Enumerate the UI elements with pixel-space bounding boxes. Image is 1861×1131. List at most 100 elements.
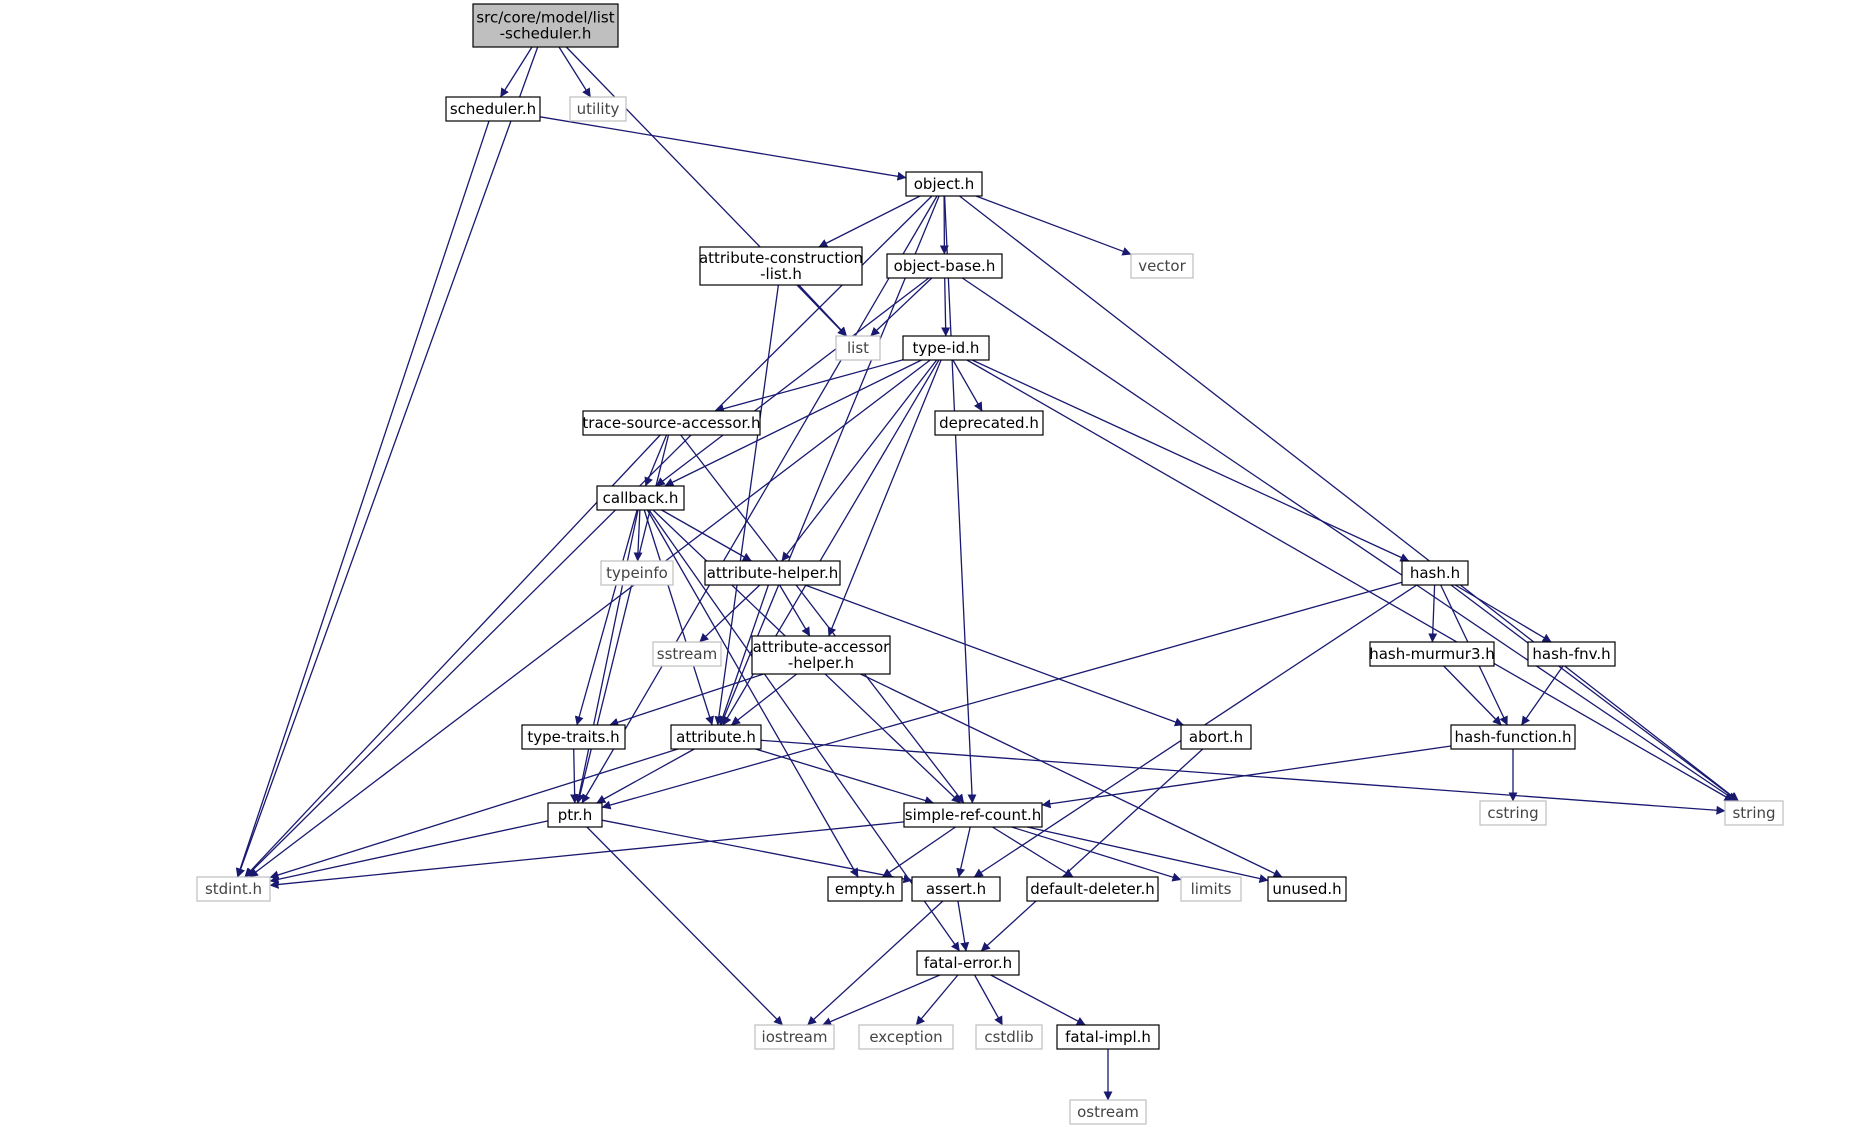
edge-attribute-construction-list-to-list: [798, 284, 848, 337]
edge-attribute-helper-to-abort: [804, 584, 1184, 727]
node-box: [902, 335, 990, 361]
node-hash-fnv[interactable]: hash-fnv.h: [1527, 641, 1616, 667]
edge-simple-ref-count-to-default-deleter: [992, 826, 1074, 878]
node-callback[interactable]: callback.h: [596, 485, 685, 511]
edge-object-base-to-callback: [655, 277, 930, 487]
node-empty[interactable]: empty.h: [827, 876, 903, 902]
node-label: object-base.h: [894, 257, 996, 275]
node-label: src/core/model/list: [476, 9, 614, 27]
edge-callback-to-ptr: [574, 509, 639, 804]
node-label: cstdlib: [984, 1028, 1033, 1046]
node-label: typeinfo: [606, 564, 668, 582]
node-iostream: iostream: [754, 1024, 835, 1050]
node-abort[interactable]: abort.h: [1180, 724, 1252, 750]
node-label: exception: [869, 1028, 942, 1046]
node-type-traits[interactable]: type-traits.h: [521, 724, 626, 750]
node-box: [1180, 876, 1242, 902]
node-trace-source-accessor[interactable]: trace-source-accessor.h: [582, 410, 761, 436]
edge-object-base-to-string: [961, 277, 1737, 802]
node-box: [600, 560, 674, 586]
node-type-id[interactable]: type-id.h: [902, 335, 990, 361]
node-box: [1130, 253, 1194, 279]
node-label: hash-murmur3.h: [1369, 645, 1495, 663]
node-sstream: sstream: [652, 641, 722, 667]
node-typeinfo: typeinfo: [600, 560, 674, 586]
node-vector: vector: [1130, 253, 1194, 279]
node-limits: limits: [1180, 876, 1242, 902]
node-box: [858, 1024, 954, 1050]
node-box: [521, 724, 626, 750]
node-box: [827, 876, 903, 902]
node-label: deprecated.h: [939, 414, 1039, 432]
node-label: vector: [1138, 257, 1186, 275]
node-utility: utility: [569, 96, 627, 122]
edge-simple-ref-count-to-stdint: [269, 821, 905, 889]
node-attribute-helper[interactable]: attribute-helper.h: [704, 560, 841, 586]
node-label: -scheduler.h: [500, 25, 592, 43]
edge-callback-to-attribute: [643, 509, 714, 726]
edges: [235, 46, 1739, 1101]
node-box: [1180, 724, 1252, 750]
node-label: default-deleter.h: [1030, 880, 1155, 898]
node-box: [903, 802, 1043, 828]
node-label: type-traits.h: [527, 728, 619, 746]
edge-list-scheduler-to-list: [565, 46, 847, 337]
node-fatal-impl[interactable]: fatal-impl.h: [1056, 1024, 1160, 1050]
node-scheduler[interactable]: scheduler.h: [445, 96, 541, 122]
edge-simple-ref-count-to-assert: [956, 826, 971, 878]
edge-attribute-to-ptr: [596, 748, 695, 804]
node-fatal-error[interactable]: fatal-error.h: [916, 950, 1020, 976]
node-object[interactable]: object.h: [905, 171, 983, 197]
edge-list-scheduler-to-stdint: [236, 46, 539, 878]
edge-object-to-stdint: [245, 195, 933, 878]
edge-type-traits-to-ptr: [570, 748, 580, 804]
node-stdint: stdint.h: [196, 876, 271, 902]
node-label: string: [1732, 804, 1775, 822]
node-label: unused.h: [1272, 880, 1341, 898]
node-label: utility: [577, 100, 620, 118]
edge-hash-to-ptr: [601, 581, 1403, 810]
edge-type-id-to-string: [966, 359, 1734, 802]
node-unused[interactable]: unused.h: [1267, 876, 1347, 902]
edge-type-id-to-hash: [971, 359, 1410, 562]
edge-attribute-construction-list-to-attribute: [714, 284, 780, 726]
node-deprecated[interactable]: deprecated.h: [934, 410, 1044, 436]
node-box: [905, 171, 983, 197]
edge-type-id-to-deprecated: [952, 359, 983, 412]
edge-type-id-to-stdint: [248, 359, 931, 878]
node-hash-function[interactable]: hash-function.h: [1450, 724, 1576, 750]
node-box: [1267, 876, 1347, 902]
edge-abort-to-fatal-error: [980, 748, 1204, 952]
edge-type-id-to-attribute-accessor-helper: [827, 359, 942, 637]
node-box: [569, 96, 627, 122]
node-default-deleter[interactable]: default-deleter.h: [1026, 876, 1159, 902]
edge-trace-source-accessor-to-callback: [644, 434, 668, 487]
node-attribute-accessor-helper[interactable]: attribute-accessor-helper.h: [751, 635, 891, 675]
node-object-base[interactable]: object-base.h: [886, 253, 1003, 279]
edge-object-base-to-list: [870, 277, 933, 337]
node-hash[interactable]: hash.h: [1401, 560, 1469, 586]
node-label: hash-function.h: [1455, 728, 1572, 746]
node-attribute-construction-list[interactable]: attribute-construction-list.h: [699, 246, 863, 286]
node-attribute[interactable]: attribute.h: [670, 724, 762, 750]
node-simple-ref-count[interactable]: simple-ref-count.h: [903, 802, 1043, 828]
edge-object-to-ptr: [581, 195, 938, 804]
node-label: attribute-construction: [699, 249, 863, 267]
node-hash-murmur3[interactable]: hash-murmur3.h: [1369, 641, 1495, 667]
node-label: scheduler.h: [450, 100, 536, 118]
node-box: [445, 96, 541, 122]
node-box: [1450, 724, 1576, 750]
node-label: fatal-impl.h: [1065, 1028, 1151, 1046]
edge-attribute-accessor-helper-to-type-traits: [609, 673, 764, 727]
edge-simple-ref-count-to-limits: [1011, 826, 1182, 882]
node-list-scheduler[interactable]: src/core/model/list-scheduler.h: [472, 3, 619, 48]
node-box: [1527, 641, 1616, 667]
edge-scheduler-to-stdint: [235, 120, 490, 878]
node-ptr[interactable]: ptr.h: [547, 802, 603, 828]
node-label: type-id.h: [913, 339, 980, 357]
node-assert[interactable]: assert.h: [911, 876, 1001, 902]
node-box: [1479, 800, 1547, 826]
edge-type-id-to-callback: [664, 359, 922, 487]
node-box: [835, 335, 881, 361]
edge-attribute-accessor-helper-to-attribute: [730, 673, 798, 726]
